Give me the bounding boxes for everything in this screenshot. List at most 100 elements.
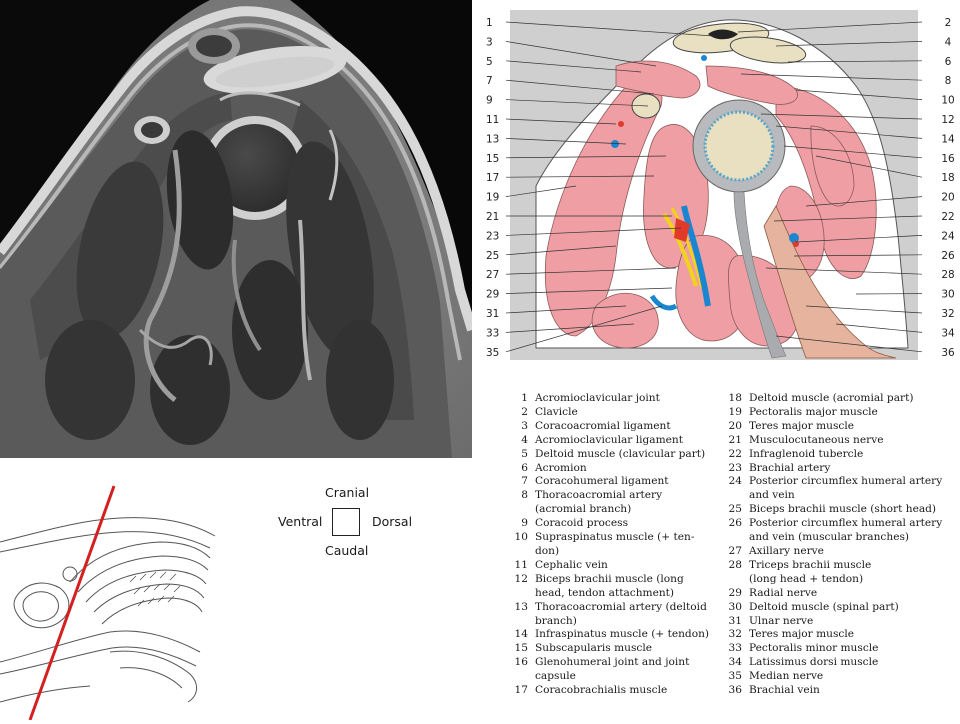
legend-number: 3 <box>506 420 535 434</box>
callout-number: 2 <box>945 17 952 29</box>
callout-number: 23 <box>486 230 499 242</box>
legend-number: 36 <box>720 684 749 698</box>
callout-number: 9 <box>486 95 493 107</box>
localizer-sketch <box>0 462 250 720</box>
legend-text: Posterior circumflex humeral artery and … <box>749 475 956 503</box>
callout-number: 28 <box>941 269 954 281</box>
callout-number: 19 <box>486 192 499 204</box>
callout-number: 12 <box>941 114 954 126</box>
legend-text: Subscapularis muscle <box>535 642 712 656</box>
legend-text: Brachial artery <box>749 462 956 476</box>
legend-text: Deltoid muscle (clavicular part) <box>535 448 712 462</box>
legend-number: 7 <box>506 475 535 489</box>
legend-text: Posterior circumflex humeral artery and … <box>749 517 956 545</box>
legend-text: Radial nerve <box>749 587 956 601</box>
pectoralis-minor-shape <box>592 293 658 348</box>
legend-text: Coracobrachialis muscle <box>535 684 712 698</box>
callout-number: 6 <box>945 56 952 68</box>
legend-text: Biceps brachii muscle (long head, tendon… <box>535 573 712 601</box>
legend-text: Median nerve <box>749 670 956 684</box>
legend-number: 28 <box>720 559 749 587</box>
legend-number: 12 <box>506 573 535 601</box>
legend-text: Brachial vein <box>749 684 956 698</box>
callout-number: 18 <box>941 172 954 184</box>
legend-text: Acromioclavicular ligament <box>535 434 712 448</box>
callout-number: 26 <box>941 250 955 262</box>
callout-number: 14 <box>941 133 955 145</box>
legend-text: Coracohumeral ligament <box>535 475 712 489</box>
legend-number: 26 <box>720 517 749 545</box>
callout-number: 10 <box>941 95 954 107</box>
localizer-drawing <box>0 462 250 720</box>
legend-text: Deltoid muscle (spinal part) <box>749 601 956 615</box>
legend-text: Cephalic vein <box>535 559 712 573</box>
callout-number: 30 <box>941 289 954 301</box>
callout-number: 3 <box>486 36 493 48</box>
legend-text: Acromioclavicular joint <box>535 392 712 406</box>
callout-number: 36 <box>941 347 955 359</box>
legend-text: Pectoralis minor muscle <box>749 642 956 656</box>
legend-text: Teres major muscle <box>749 420 956 434</box>
callout-number: 33 <box>486 327 499 339</box>
mri-image <box>0 0 472 458</box>
orientation-caudal: Caudal <box>325 543 368 558</box>
callout-number: 16 <box>941 153 955 165</box>
legend-text: Musculocutaneous nerve <box>749 434 956 448</box>
legend-text: Infraspinatus muscle (+ tendon) <box>535 628 712 642</box>
legend-number: 20 <box>720 420 749 434</box>
legend-number: 14 <box>506 628 535 642</box>
section-line <box>30 486 114 720</box>
legend-number: 31 <box>720 615 749 629</box>
legend-number: 33 <box>720 642 749 656</box>
legend-number: 34 <box>720 656 749 670</box>
legend-number: 35 <box>720 670 749 684</box>
legend-number: 16 <box>506 656 535 684</box>
legend-number: 27 <box>720 545 749 559</box>
legend-number: 8 <box>506 489 535 517</box>
orientation-indicator: Cranial Ventral Dorsal Caudal <box>262 480 432 570</box>
legend-number: 1 <box>506 392 535 406</box>
legend-text: Teres major muscle <box>749 628 956 642</box>
legend-number: 32 <box>720 628 749 642</box>
callout-number: 29 <box>486 289 499 301</box>
callout-number: 5 <box>486 56 493 68</box>
orientation-box <box>332 508 360 536</box>
callout-number: 8 <box>945 75 952 87</box>
legend-text: Clavicle <box>535 406 712 420</box>
callout-number: 34 <box>941 327 955 339</box>
legend-number: 18 <box>720 392 749 406</box>
humeral-head-shape <box>705 112 773 180</box>
callout-number: 17 <box>486 172 499 184</box>
callout-number: 20 <box>941 192 954 204</box>
legend-number: 22 <box>720 448 749 462</box>
legend-text: Coracoid process <box>535 517 712 531</box>
